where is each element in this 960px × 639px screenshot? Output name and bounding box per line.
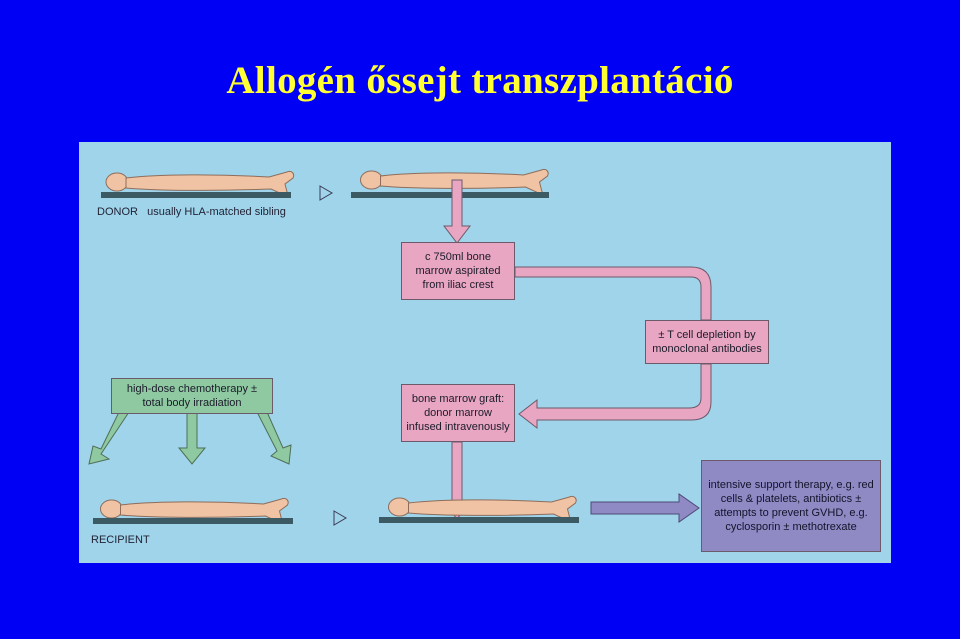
recipient-label: RECIPIENT [91, 534, 150, 546]
chemo-arrow-middle [177, 411, 207, 465]
recipient-couch-1 [93, 518, 293, 524]
recipient-couch-2 [379, 517, 579, 523]
donor-label-text: DONOR [97, 206, 138, 218]
arrow-donor-to-aspiration [442, 179, 472, 244]
slide-title: Allogén őssejt transzplantáció [226, 59, 734, 102]
tcell-depletion-box: ± T cell depletion by monoclonal antibod… [645, 320, 769, 364]
donor-sublabel: usually HLA-matched sibling [147, 206, 286, 218]
chemo-arrow-left [88, 411, 130, 465]
chemo-arrow-right [256, 411, 292, 465]
sequence-triangle-bottom [333, 510, 347, 526]
connector-aspiration-tcell [514, 266, 712, 321]
donor-couch-2 [351, 192, 549, 198]
bone-marrow-graft-box: bone marrow graft: donor marrow infused … [401, 384, 515, 442]
diagram-graphics [88, 168, 712, 526]
aspiration-box: c 750ml bone marrow aspirated from iliac… [401, 242, 515, 300]
diagram-panel: DONOR usually HLA-matched sibling c 750m… [79, 142, 891, 563]
arrow-tcell-to-graft [518, 363, 712, 430]
support-therapy-box: intensive support therapy, e.g. red cell… [701, 460, 881, 552]
sequence-triangle-top [319, 185, 333, 201]
chemotherapy-box: high-dose chemotherapy ± total body irra… [111, 378, 273, 414]
arrow-recipient-to-support [590, 493, 700, 523]
donor-couch-1 [101, 192, 291, 198]
donor-label: DONOR usually HLA-matched sibling [97, 206, 286, 218]
